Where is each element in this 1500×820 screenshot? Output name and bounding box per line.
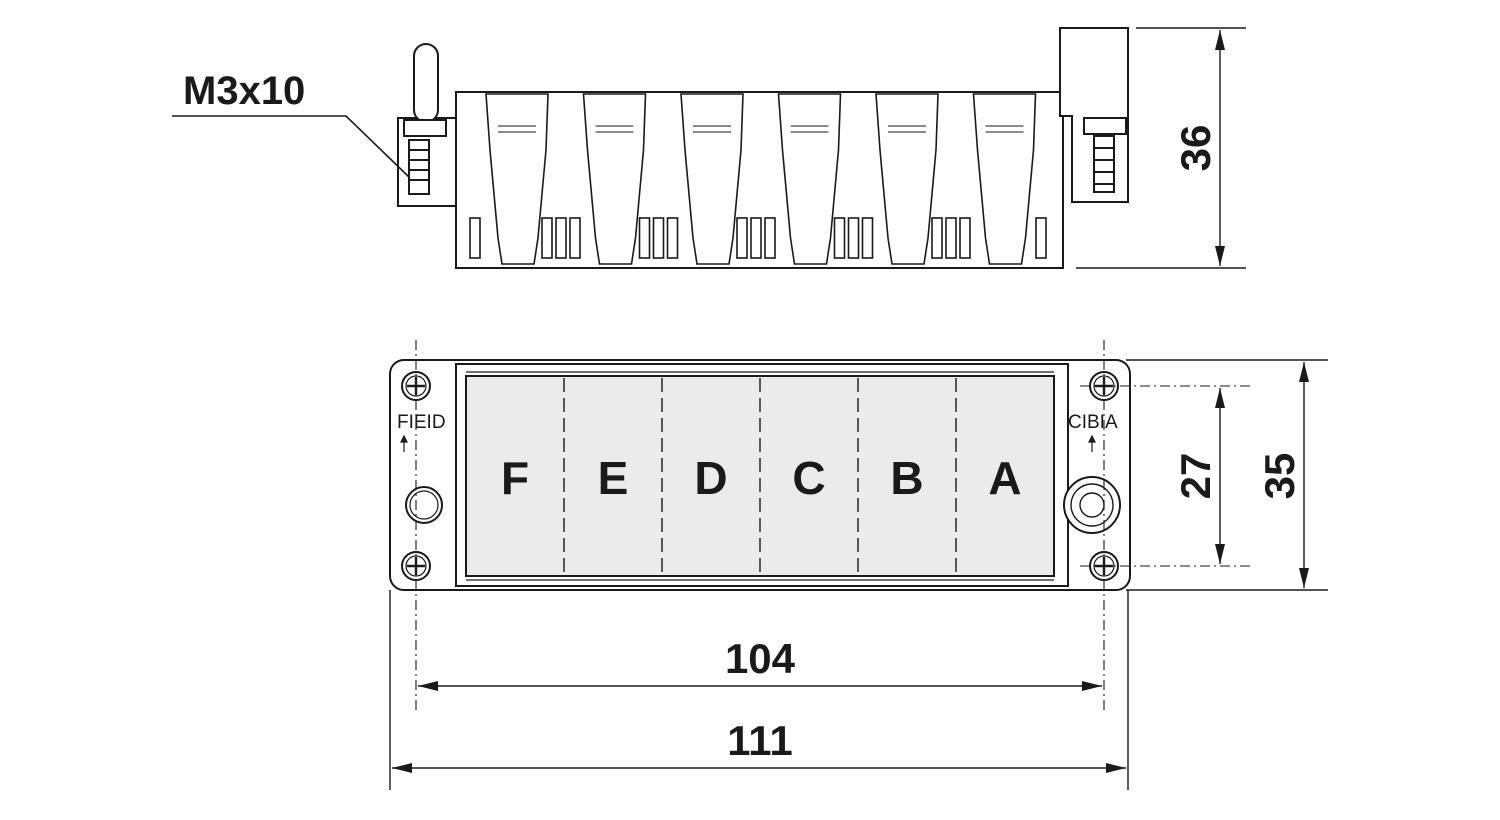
side-label-right: CIBIA [1068, 412, 1118, 433]
screw-callout-label: M3x10 [183, 69, 305, 113]
side-view-inserts [469, 93, 1047, 265]
screw-callout-leader [172, 115, 411, 179]
slot-letter-d: D [694, 452, 727, 504]
dimension-outer-width-label: 111 [727, 717, 792, 764]
slot-letter-f: F [501, 452, 529, 504]
orientation-arrows [400, 434, 1096, 452]
side-insert [485, 93, 581, 265]
side-view [397, 27, 1129, 269]
dimension-outer-height [1126, 359, 1328, 591]
left-screw-head [403, 119, 447, 137]
side-label-left: FIEID [397, 412, 446, 433]
dimension-height-side [1076, 27, 1246, 269]
side-insert [875, 93, 971, 265]
side-insert [777, 93, 874, 265]
left-screw-thread [408, 139, 430, 195]
dimension-outer-width [389, 590, 1129, 790]
dimension-outer-height-label: 35 [1256, 453, 1303, 500]
dimension-height-side-label: 36 [1172, 125, 1219, 172]
side-insert [582, 93, 679, 265]
screw-callout: M3x10 [172, 69, 411, 179]
side-insert [680, 93, 776, 265]
dimension-inner-height-label: 27 [1172, 453, 1219, 500]
right-screw-head [1083, 117, 1127, 135]
dimension-inner-width-label: 104 [725, 635, 796, 682]
side-window [1035, 217, 1047, 259]
slot-letter-b: B [890, 452, 923, 504]
right-screw-thread [1093, 135, 1115, 193]
center-lines [415, 340, 1250, 710]
left-screw-stem [413, 43, 439, 123]
slot-letter-e: E [598, 452, 629, 504]
side-insert [972, 93, 1037, 265]
slot-letter-c: C [792, 452, 825, 504]
slot-letter-a: A [988, 452, 1021, 504]
side-window [469, 217, 481, 259]
